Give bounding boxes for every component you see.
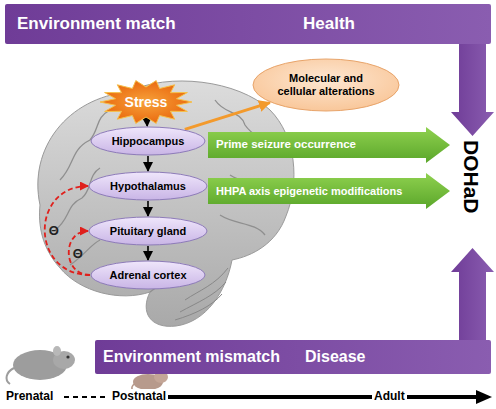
timeline-label: Adult bbox=[372, 389, 407, 403]
node-text: Pituitary gland bbox=[88, 216, 208, 246]
node-text: Health bbox=[303, 14, 355, 34]
timeline-label: Postnatal bbox=[110, 389, 168, 403]
band-fill bbox=[5, 4, 491, 44]
node-text: Prime seizure occurrence bbox=[216, 127, 356, 163]
node-text: HHPA axis epigenetic modifications bbox=[216, 173, 402, 209]
oval-fill bbox=[253, 59, 399, 111]
outcome-ellipse: Molecular and cellular alterations bbox=[252, 58, 400, 112]
connector-arrow bbox=[185, 103, 270, 130]
connector-arrow bbox=[69, 231, 90, 275]
node-text: Hippocampus bbox=[90, 126, 206, 156]
arrow-fill bbox=[208, 127, 450, 163]
brain-region-oval: Adrenal cortex bbox=[90, 260, 206, 290]
effect-arrow: HHPA axis epigenetic modifications bbox=[208, 173, 450, 209]
node-text: Stress bbox=[100, 80, 192, 124]
effect-arrow: Prime seizure occurrence bbox=[208, 127, 450, 163]
connector-arrow bbox=[45, 186, 90, 275]
node-text: Environment mismatch bbox=[103, 348, 280, 366]
oval-fill bbox=[91, 127, 205, 155]
oval-fill bbox=[89, 217, 207, 245]
oval-fill bbox=[89, 172, 207, 200]
burst-fill bbox=[100, 81, 192, 124]
brain-region-oval: Pituitary gland bbox=[88, 216, 208, 246]
node-text: Molecular and cellular alterations bbox=[271, 58, 381, 112]
connector-arrow bbox=[147, 156, 149, 171]
up-arrow bbox=[451, 248, 494, 340]
node-text: Environment match bbox=[17, 14, 176, 34]
node-text: Hypothalamus bbox=[88, 171, 208, 201]
brain-region-oval: Hippocampus bbox=[90, 126, 206, 156]
stress-burst: Stress bbox=[100, 80, 192, 124]
node-text: Disease bbox=[305, 348, 366, 366]
inhibition-symbol: Θ bbox=[73, 246, 83, 261]
bottom-band: Environment mismatch Disease bbox=[95, 340, 491, 374]
connector-arrow bbox=[147, 201, 149, 216]
timeline-head bbox=[476, 390, 492, 404]
inhibition-symbol: Θ bbox=[49, 223, 59, 238]
framework-title: DOHaD bbox=[459, 140, 483, 214]
down-arrow bbox=[451, 44, 494, 136]
oval-fill bbox=[91, 261, 205, 289]
fetus-mouse bbox=[7, 346, 75, 384]
arrow-fill bbox=[208, 173, 450, 209]
connector-arrow bbox=[146, 121, 148, 126]
node-text: Adrenal cortex bbox=[90, 260, 206, 290]
timeline-solid bbox=[166, 395, 478, 399]
brain-region-oval: Hypothalamus bbox=[88, 171, 208, 201]
timeline-label: Prenatal bbox=[4, 389, 55, 403]
connector-arrow bbox=[147, 246, 149, 260]
band-fill bbox=[95, 340, 491, 374]
top-band: Environment match Health bbox=[5, 4, 491, 44]
timeline-dashed bbox=[64, 396, 108, 398]
